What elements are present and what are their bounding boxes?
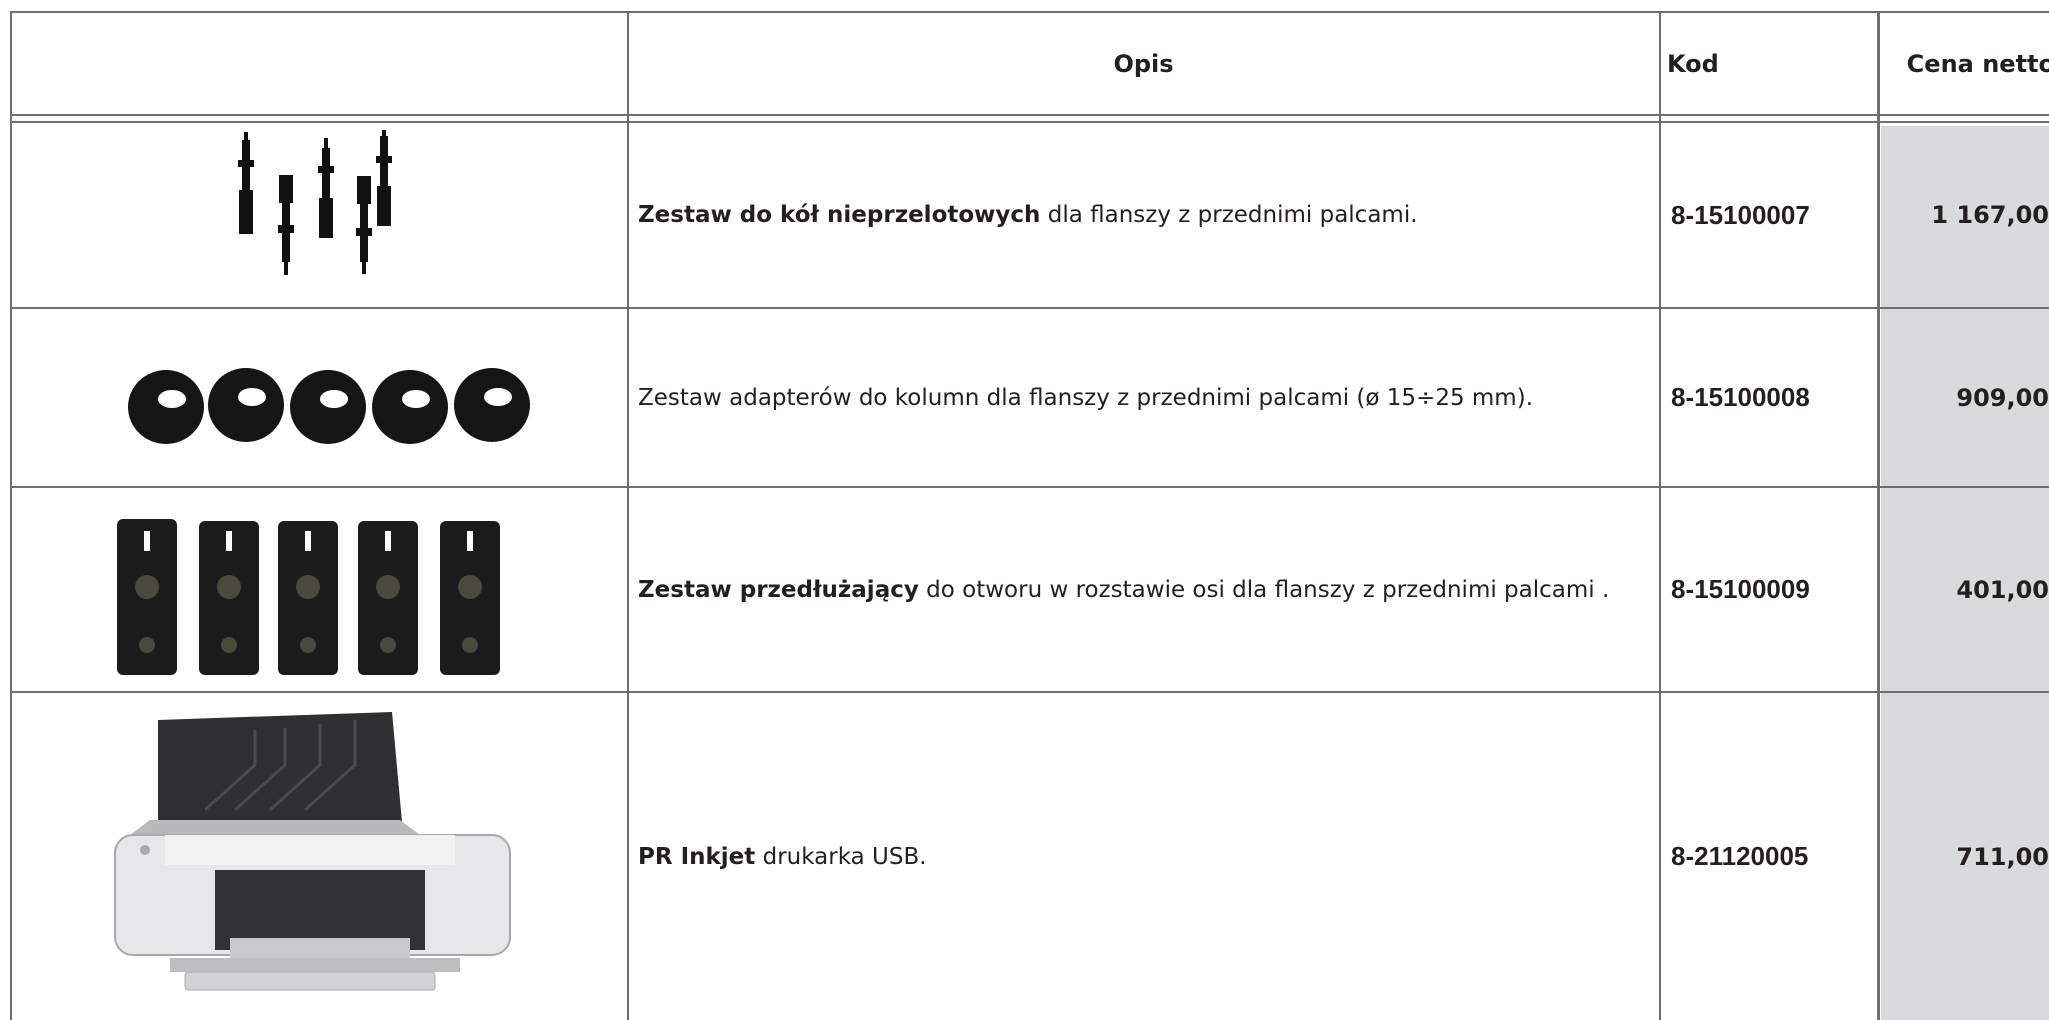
table-top-border: [10, 11, 2049, 13]
header-double-border: [10, 121, 2049, 123]
adapters-icon: [128, 365, 532, 449]
row-text: dla flanszy z przednimi palcami.: [1040, 202, 1418, 228]
header-cena-netto: Cena netto: [1906, 49, 2049, 78]
price-column-background: [1881, 126, 2049, 1020]
pins-icon: [230, 130, 410, 300]
column-divider: [627, 11, 629, 1020]
row-price: 711,00: [1956, 842, 2049, 871]
row-text: Zestaw adapterów do kolumn dla flanszy z…: [638, 384, 1534, 411]
extensions-icon: [115, 517, 515, 677]
column-divider: [1659, 11, 1661, 1020]
header-opis: Opis: [1113, 49, 1174, 78]
row-title: Zestaw przedłużający: [638, 576, 919, 603]
row-divider: [10, 691, 2049, 693]
row-divider: [10, 486, 2049, 488]
table-left-border: [10, 11, 12, 1020]
row-description: Zestaw adapterów do kolumn dla flanszy z…: [628, 309, 1659, 486]
row-text: do otworu w rozstawie osi dla flanszy z …: [918, 576, 1610, 603]
column-divider: [1877, 11, 1880, 1020]
row-price: 1 167,00: [1931, 201, 2049, 229]
header-kod: Kod: [1667, 49, 1719, 78]
row-description: Zestaw przedłużający do otworu w rozstaw…: [628, 488, 1659, 691]
row-price: 401,00: [1956, 575, 2049, 604]
row-description: PR Inkjet drukarka USB.: [628, 693, 1659, 1020]
row-text: drukarka USB.: [755, 843, 927, 870]
row-title: Zestaw do kół nieprzelotowych: [638, 202, 1041, 228]
row-code: 8-21120005: [1671, 841, 1809, 871]
row-price: 909,00: [1956, 383, 2049, 412]
row-code: 8-15100007: [1671, 199, 1810, 230]
row-code: 8-15100008: [1671, 382, 1810, 412]
row-description: Zestaw do kół nieprzelotowych dla flansz…: [628, 123, 1659, 307]
row-divider: [10, 307, 2049, 309]
row-title: PR Inkjet: [638, 843, 756, 870]
printer-icon: [110, 710, 530, 1010]
header-bottom-border: [10, 114, 2049, 116]
row-code: 8-15100009: [1671, 574, 1810, 604]
